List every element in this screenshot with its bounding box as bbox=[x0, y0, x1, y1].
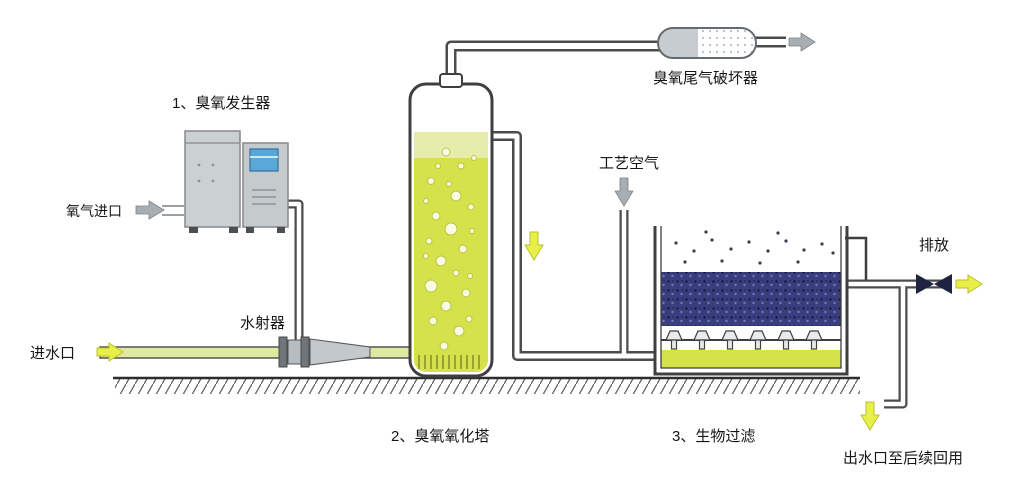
ejector-flange-right bbox=[300, 336, 310, 368]
biofilter-tank bbox=[653, 226, 868, 376]
filter-nozzles bbox=[665, 330, 823, 350]
ejector-nozzle bbox=[309, 338, 371, 366]
ejector-body bbox=[287, 339, 302, 365]
label-ozone-generator: 1、臭氧发生器 bbox=[172, 95, 270, 112]
oxidation-tower bbox=[408, 73, 494, 378]
oxygen-inlet-arrow-icon bbox=[135, 200, 165, 220]
ozone-generator bbox=[184, 130, 289, 233]
discharge-flow-arrow-icon bbox=[955, 274, 983, 294]
label-biofilter: 3、生物过滤 bbox=[672, 428, 755, 445]
label-oxidation-tower: 2、臭氧氧化塔 bbox=[391, 428, 489, 445]
destructor-exhaust-arrow-icon bbox=[788, 32, 816, 52]
process-air-arrow-icon bbox=[614, 177, 634, 207]
unit1-leg bbox=[189, 227, 198, 233]
tower-outlet-flow-arrow-icon bbox=[524, 231, 544, 261]
unit2-leg bbox=[246, 227, 254, 233]
yellow-arrows bbox=[96, 231, 983, 431]
underdrain-layer bbox=[661, 350, 841, 368]
label-oxygen-inlet: 氧气进口 bbox=[66, 203, 122, 219]
discharge-valve bbox=[916, 274, 952, 294]
tail-gas-destructor bbox=[657, 27, 757, 59]
tower-diffuser bbox=[418, 355, 480, 369]
unit1-leg bbox=[229, 227, 238, 233]
unit2-leg bbox=[277, 227, 285, 233]
tank-inner-wall bbox=[660, 226, 842, 369]
ejector-venturi bbox=[278, 336, 371, 368]
ground bbox=[113, 376, 860, 394]
ejector-flange-left bbox=[278, 336, 288, 368]
tower-top-collar bbox=[439, 73, 463, 88]
reuse-outlet-flow-arrow-icon bbox=[860, 401, 880, 431]
water-inlet-flow-arrow-icon bbox=[96, 342, 124, 362]
ozone-generator-unit-1 bbox=[184, 130, 241, 228]
label-tail-gas-destructor: 臭氧尾气破坏器 bbox=[653, 70, 758, 87]
label-discharge: 排放 bbox=[919, 237, 949, 254]
ground-hatching bbox=[115, 379, 860, 394]
label-process-air: 工艺空气 bbox=[599, 155, 659, 172]
media-layer bbox=[661, 272, 841, 326]
oxygen-inlet-stub bbox=[162, 205, 185, 216]
label-water-inlet: 进水口 bbox=[30, 345, 75, 362]
label-ejector: 水射器 bbox=[240, 315, 285, 332]
label-outlet-reuse: 出水口至后续回用 bbox=[843, 450, 963, 467]
control-screen bbox=[249, 148, 279, 172]
tower-liquid-surface bbox=[414, 132, 488, 158]
destructor-shell bbox=[657, 27, 757, 59]
gray-arrows bbox=[135, 32, 816, 220]
reuse-outlet-pipe bbox=[884, 284, 908, 409]
bubbles bbox=[423, 147, 477, 351]
outlet-weir bbox=[845, 236, 868, 280]
water-layer-particles bbox=[674, 230, 835, 265]
tower-liquid bbox=[414, 132, 488, 372]
tank-outer-wall bbox=[653, 226, 849, 376]
